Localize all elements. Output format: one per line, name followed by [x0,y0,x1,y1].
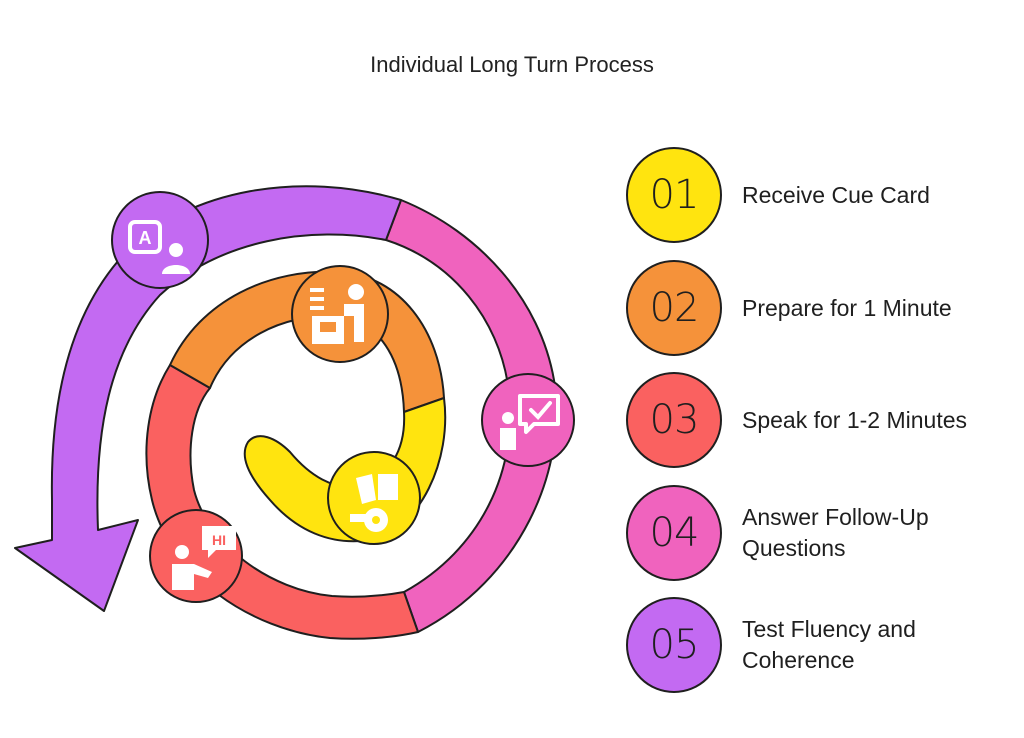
person-check-bubble-icon [500,394,560,450]
icon-bg-orange [291,265,389,363]
step-number-circle: 05 [626,597,722,693]
person-hi-bubble-icon: HI [172,526,236,590]
svg-text:HI: HI [212,532,226,548]
svg-text:A: A [139,228,152,248]
icon-bg-pink [481,373,575,467]
letter-avatar-icon: A [128,220,190,274]
step-prepare: 02 Prepare for 1 Minute [626,260,1016,356]
person-at-desk-icon [310,284,364,344]
step-number: 02 [649,285,700,331]
step-number-circle: 02 [626,260,722,356]
step-label: Speak for 1-2 Minutes [742,406,968,433]
step-label: Receive Cue Card [742,181,930,208]
step-number: 05 [649,622,700,668]
step-test-fluency: 05 Test Fluency and Coherence [626,597,1016,693]
step-receive-cue-card: 01 Receive Cue Card [626,147,1016,243]
step-number-circle: 03 [626,372,722,468]
step-number: 01 [649,172,700,218]
page-title: Individual Long Turn Process [370,52,654,77]
step-number-circle: 04 [626,485,722,581]
step-speak: 03 Speak for 1-2 Minutes [626,372,1016,468]
step-label: Test Fluency and Coherence [742,616,916,673]
segment-purple [14,185,402,612]
step-number-circle: 01 [626,147,722,243]
step-answer-follow-up: 04 Answer Follow-Up Questions [626,485,1016,581]
step-label: Prepare for 1 Minute [742,294,952,321]
step-label: Answer Follow-Up Questions [742,504,929,561]
step-number: 04 [649,510,700,556]
step-number: 03 [649,397,700,443]
cue-cards-icon [350,474,398,532]
icon-bg-red [149,509,243,603]
